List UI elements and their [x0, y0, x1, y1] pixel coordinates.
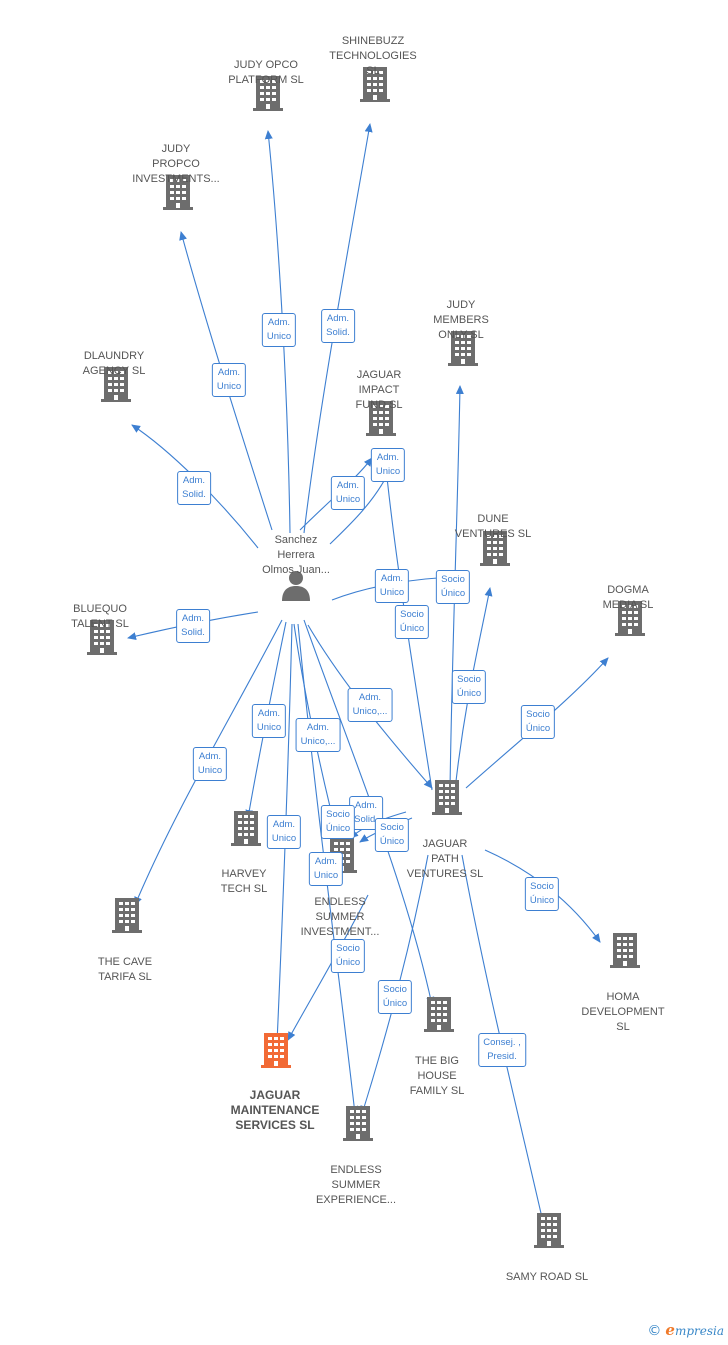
edges: [127, 123, 609, 1223]
building-icon[interactable]: [532, 1212, 566, 1248]
node-label-person: Sanchez Herrera Olmos Juan...: [262, 534, 330, 576]
edge-label-to-jaguar-maintenance[interactable]: Adm. Unico: [266, 815, 302, 849]
edge-investment-to-maintenance: [287, 894, 369, 1041]
node-label-the-cave: THE CAVE TARIFA SL: [97, 956, 153, 983]
edge-label-path-to-experience[interactable]: Socio Único: [377, 980, 413, 1014]
building-icon[interactable]: [430, 779, 464, 815]
node-label-judy-members: JUDY MEMBERS ONLY SL: [433, 299, 489, 341]
node-label-bluequo: BLUEQUO TALENT SL: [71, 603, 129, 630]
edge-label-to-shinebuzz[interactable]: Adm. Solid.: [321, 309, 355, 343]
node-label-jaguar-impact: JAGUAR IMPACT FUND SL: [355, 369, 403, 411]
edge-label-path-to-dogma[interactable]: Socio Único: [520, 705, 556, 739]
brand-logo-e: e: [665, 1321, 675, 1339]
node-label-jaguar-path: JAGUAR PATH VENTURES SL: [406, 838, 484, 880]
edge-label-path-to-homa[interactable]: Socio Único: [524, 877, 560, 911]
edge-label-path-to-endless-investment-a[interactable]: Socio Único: [320, 805, 356, 839]
edge-label-to-bluequo[interactable]: Adm. Solid.: [176, 609, 210, 643]
building-icon[interactable]: [608, 932, 642, 968]
edge-label-to-jaguar-impact-b[interactable]: Adm. Unico: [370, 448, 406, 482]
node-label-judy-propco: JUDY PROPCO INVESTMENTS...: [132, 143, 220, 185]
node-label-dlaundry: DLAUNDRY AGENCY SL: [82, 350, 146, 377]
edge-label-to-endless-investment[interactable]: Adm. Unico,...: [295, 718, 341, 752]
edge-label-to-judy-opco[interactable]: Adm. Unico: [261, 313, 297, 347]
building-icon[interactable]: [422, 996, 456, 1032]
edge-label-path-to-judy-members[interactable]: Socio Único: [435, 570, 471, 604]
footer-brand: ©empresia: [647, 1321, 724, 1339]
node-label-endless-investment: ENDLESS SUMMER INVESTMENT...: [300, 896, 380, 938]
edge-label-path-to-jaguar-impact[interactable]: Socio Único: [394, 605, 430, 639]
edge-label-to-jaguar-path[interactable]: Adm. Unico,...: [347, 688, 393, 722]
node-label-samy-road: SAMY ROAD SL: [505, 1271, 589, 1283]
building-icon[interactable]: [110, 897, 144, 933]
copyright-symbol: ©: [647, 1323, 662, 1339]
edge-label-to-dlaundry[interactable]: Adm. Solid.: [177, 471, 211, 505]
edge-to-jaguar-maintenance: [273, 623, 293, 1044]
node-label-harvey: HARVEY TECH SL: [220, 868, 268, 895]
node-label-dune: DUNE VENTURES SL: [454, 513, 532, 540]
node-label-shinebuzz: SHINEBUZZ TECHNOLOGIES SL: [329, 35, 417, 77]
edge-label-to-endless-experience[interactable]: Adm. Unico: [308, 852, 344, 886]
node-label-dogma: DOGMA MEDIA SL: [602, 584, 654, 611]
edge-label-path-to-samy[interactable]: Consej. , Presid.: [478, 1033, 526, 1067]
building-icon[interactable]: [341, 1105, 375, 1141]
node-label-the-big-house: THE BIG HOUSE FAMILY SL: [409, 1055, 465, 1097]
edge-label-to-harvey[interactable]: Adm. Unico: [251, 704, 287, 738]
node-label-judy-opco: JUDY OPCO PLATFORM SL: [228, 59, 304, 86]
edge-label-to-dune[interactable]: Adm. Unico: [374, 569, 410, 603]
building-icon[interactable]: [259, 1032, 293, 1068]
edge-label-to-jaguar-impact-a[interactable]: Adm. Unico: [330, 476, 366, 510]
edge-label-investment-to-maintenance[interactable]: Socio Único: [330, 939, 366, 973]
building-icon[interactable]: [229, 810, 263, 846]
brand-name: mpresia: [674, 1324, 724, 1338]
edge-label-path-to-dune[interactable]: Socio Único: [451, 670, 487, 704]
edge-label-path-to-endless-investment-b[interactable]: Socio Único: [374, 818, 410, 852]
edge-label-to-judy-propco[interactable]: Adm. Unico: [211, 363, 247, 397]
node-label-endless-experience: ENDLESS SUMMER EXPERIENCE...: [315, 1164, 397, 1206]
person-icon[interactable]: [279, 567, 313, 603]
node-label-jaguar-maintenance: JAGUAR MAINTENANCE SERVICES SL: [230, 1088, 320, 1132]
edge-label-to-the-cave[interactable]: Adm. Unico: [192, 747, 228, 781]
node-label-homa: HOMA DEVELOPMENT SL: [581, 991, 665, 1033]
